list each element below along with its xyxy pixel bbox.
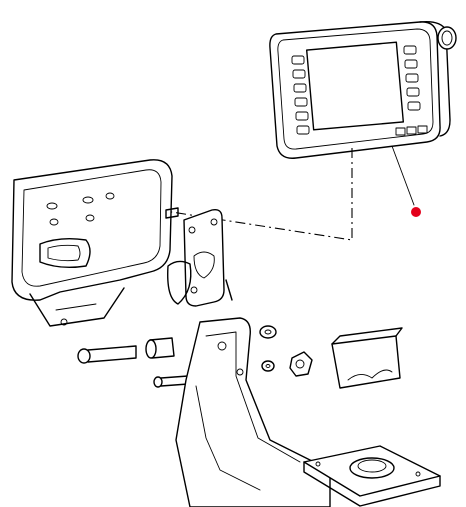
bottom-buttons bbox=[395, 125, 428, 136]
right-softkeys bbox=[403, 45, 421, 111]
support-arm[interactable] bbox=[175, 317, 331, 507]
callout-marker[interactable] bbox=[411, 207, 421, 217]
spacer-bushing[interactable] bbox=[145, 337, 175, 359]
hinge-bolt[interactable] bbox=[77, 345, 137, 364]
left-softkeys bbox=[291, 55, 310, 135]
alignment-line bbox=[93, 148, 353, 241]
locking-pin bbox=[225, 279, 233, 301]
mounting-bracket[interactable] bbox=[167, 208, 225, 307]
washer[interactable] bbox=[261, 360, 275, 372]
terminal-display[interactable] bbox=[269, 20, 457, 159]
leader-line bbox=[391, 145, 415, 206]
clamp-block[interactable] bbox=[331, 327, 403, 389]
knob-nut[interactable] bbox=[289, 351, 313, 377]
rotary-knob bbox=[437, 26, 457, 50]
base-plate[interactable] bbox=[303, 445, 441, 507]
mounting-screw-top bbox=[165, 207, 179, 219]
lower-screw[interactable] bbox=[153, 375, 189, 388]
rear-cover[interactable] bbox=[11, 159, 173, 327]
nut-top[interactable] bbox=[259, 325, 277, 339]
